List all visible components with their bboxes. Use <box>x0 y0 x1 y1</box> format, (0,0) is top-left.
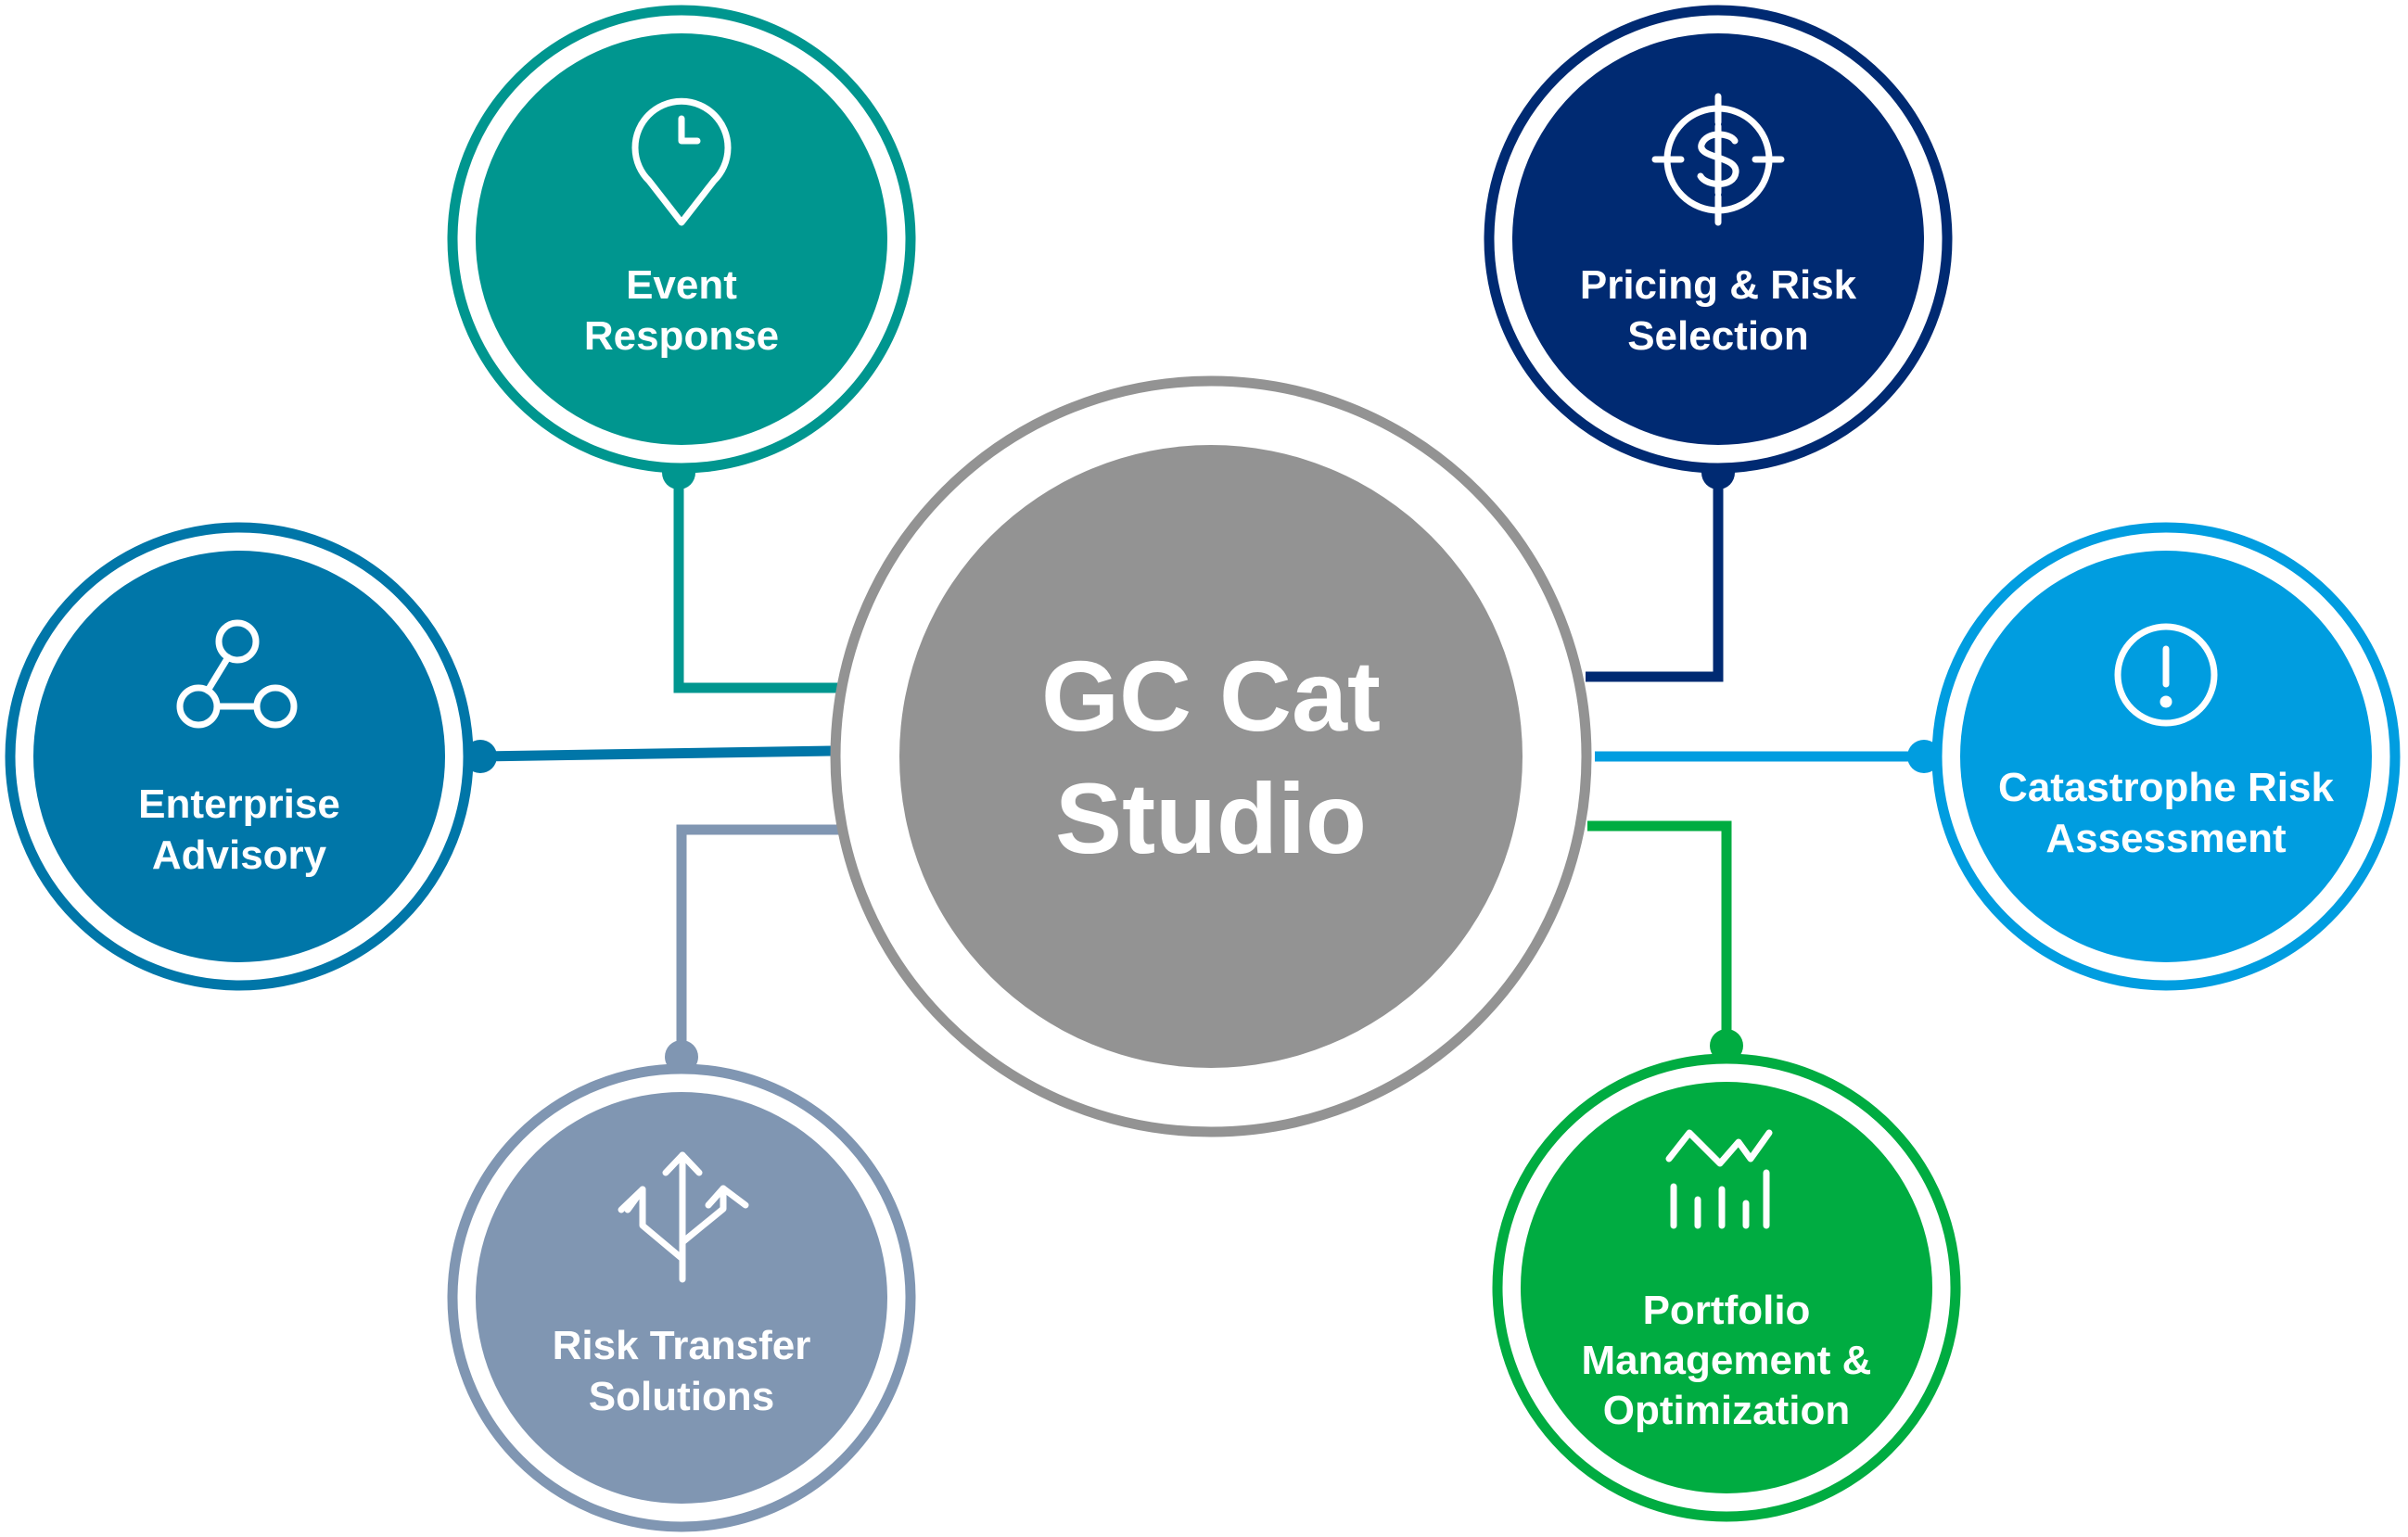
catastrophe-risk-assessment-label-line2: Assessment <box>2045 816 2287 861</box>
pricing-risk-selection-label-line2: Selection <box>1627 313 1809 359</box>
connector-enterprise-advisory <box>464 740 834 773</box>
risk-transfer-solutions-label-line1: Risk Transfer <box>553 1323 811 1368</box>
connector-catastrophe-risk-assessment <box>1595 740 1941 773</box>
dollar-target-icon <box>1651 93 1785 226</box>
pricing-risk-selection-label-line1: Pricing & Risk <box>1580 262 1857 308</box>
node-catastrophe-risk-assessment[interactable]: Catastrophe Risk Assessment <box>1931 522 2401 991</box>
center-title-line2: Studio <box>1055 762 1367 874</box>
alert-circle-icon <box>2114 623 2218 727</box>
center-hub: GC Cat Studio <box>830 375 1592 1137</box>
network-nodes-icon <box>176 619 298 729</box>
node-portfolio-management[interactable]: Portfolio Management & Optimization <box>1492 1053 1961 1522</box>
portfolio-management-label-line1: Portfolio <box>1643 1288 1811 1333</box>
connector-risk-transfer-solutions <box>665 824 839 1073</box>
node-event-response[interactable]: Event Response <box>447 5 916 474</box>
portfolio-management-label-line2: Management & <box>1582 1338 1872 1383</box>
node-pricing-risk-selection[interactable]: Pricing & Risk Selection <box>1484 5 1953 474</box>
node-risk-transfer-solutions[interactable]: Risk Transfer Solutions <box>447 1063 916 1532</box>
enterprise-advisory-label-line1: Enterprise <box>138 781 340 827</box>
enterprise-advisory-label-line2: Advisory <box>152 832 327 878</box>
risk-transfer-solutions-label-line2: Solutions <box>589 1374 774 1419</box>
node-enterprise-advisory[interactable]: Enterprise Advisory <box>5 522 474 991</box>
event-response-label-line1: Event <box>626 262 737 308</box>
portfolio-management-label-line3: Optimization <box>1603 1388 1850 1433</box>
catastrophe-risk-assessment-label-line1: Catastrophe Risk <box>1998 765 2334 810</box>
center-title-line1: GC Cat <box>1041 640 1381 752</box>
connector-pricing-risk-selection <box>1586 456 1735 682</box>
event-response-label-line2: Response <box>584 313 779 359</box>
branching-arrows-icon <box>618 1151 749 1283</box>
connector-portfolio-management <box>1587 820 1743 1062</box>
chart-trend-icon <box>1665 1129 1773 1229</box>
connector-event-response <box>662 456 839 693</box>
location-clock-icon <box>631 97 732 226</box>
